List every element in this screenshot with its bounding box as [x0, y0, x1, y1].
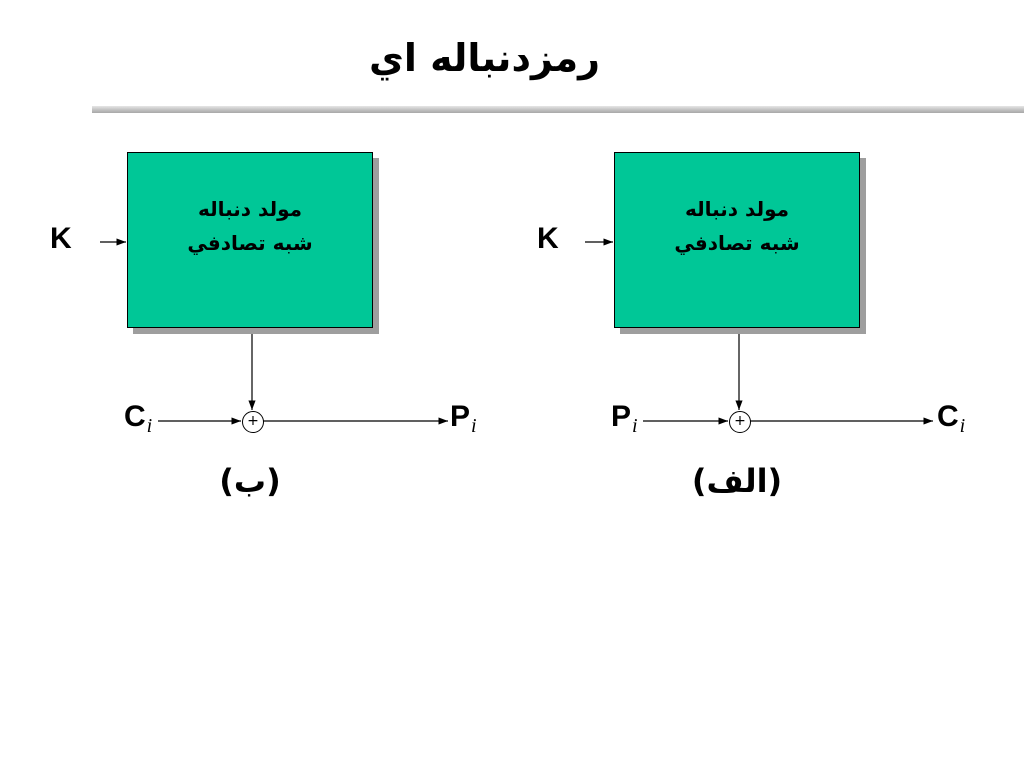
- encryption-diagram: مولد دنباله شبه تصادفي K Pi + Ci (الف): [527, 148, 965, 518]
- title-divider: [92, 106, 1024, 113]
- key-label: K: [50, 222, 72, 255]
- wires: [100, 238, 448, 425]
- wires: [585, 238, 933, 425]
- xor-symbol: +: [242, 411, 264, 433]
- prng-box: مولد دنباله شبه تصادفي: [614, 152, 860, 328]
- input-label-sub: i: [632, 415, 638, 437]
- output-label-main: P: [450, 400, 471, 433]
- output-label-sub: i: [959, 415, 966, 437]
- output-label: Ci: [937, 400, 965, 438]
- key-label: K: [537, 222, 559, 255]
- input-label-main: C: [124, 400, 146, 433]
- xor-symbol: +: [729, 411, 751, 433]
- caption: (ب): [219, 462, 281, 500]
- prng-label-line2: شبه تصادفي: [187, 231, 313, 255]
- input-label-sub: i: [146, 415, 153, 437]
- prng-label-line2: شبه تصادفي: [674, 231, 800, 255]
- output-label-sub: i: [471, 415, 477, 437]
- prng-label-line1: مولد دنباله: [684, 197, 790, 221]
- input-label: Ci: [124, 400, 152, 438]
- output-label: Pi: [450, 400, 477, 438]
- input-label-main: P: [611, 400, 632, 433]
- caption: (الف): [691, 462, 783, 500]
- prng-box: مولد دنباله شبه تصادفي: [127, 152, 373, 328]
- slide-title: رمزدنباله اي: [369, 36, 600, 80]
- output-label-main: C: [937, 400, 959, 433]
- input-label: Pi: [611, 400, 638, 438]
- decryption-diagram: مولد دنباله شبه تصادفي K Ci + Pi (ب): [40, 148, 477, 518]
- prng-label-line1: مولد دنباله: [197, 197, 303, 221]
